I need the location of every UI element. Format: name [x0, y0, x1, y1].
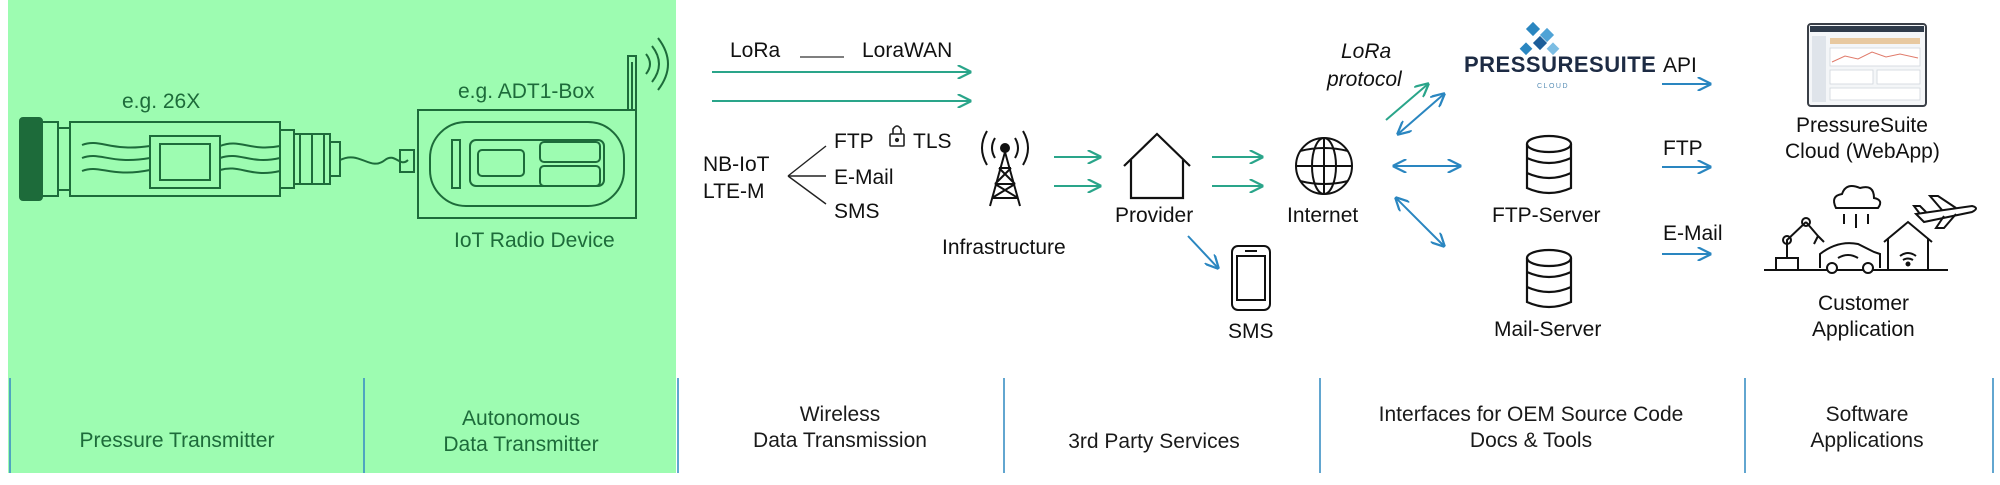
radio-device-label: IoT Radio Device — [454, 229, 615, 252]
ftp-label: FTP — [834, 130, 874, 153]
ftp-interface-label: FTP — [1663, 137, 1703, 160]
pressuresuite-logo-text: PRESSURESUITE — [1464, 52, 1656, 77]
radio-tower-icon — [981, 130, 1029, 207]
pressure-transmitter-drawing — [19, 117, 415, 201]
pressuresuite-logo-sub: CLOUD — [1537, 83, 1569, 90]
lora-protocol-line1: LoRa — [1341, 40, 1391, 63]
sms-label: SMS — [834, 200, 880, 223]
house-icon — [1123, 132, 1191, 200]
ftp-server-label: FTP-Server — [1492, 204, 1601, 227]
mail-server-label: Mail-Server — [1494, 318, 1601, 341]
customer-application-icons — [1764, 185, 1977, 274]
hardware-highlight-area — [8, 0, 676, 473]
lock-icon — [889, 125, 905, 147]
webapp-screenshot — [1807, 23, 1927, 107]
tls-label: TLS — [913, 130, 952, 153]
category-autonomous-line1: Autonomous — [462, 407, 580, 430]
adt1-box-drawing — [417, 37, 669, 219]
airplane-icon — [1912, 195, 1977, 229]
box-example-label: e.g. ADT1-Box — [458, 80, 595, 103]
category-dividers — [9, 378, 1994, 473]
category-software-line1: Software — [1826, 403, 1909, 426]
lorawan-label: LoraWAN — [862, 39, 952, 62]
category-interfaces-line2: Docs & Tools — [1470, 429, 1592, 452]
category-wireless-line2: Data Transmission — [753, 429, 927, 452]
lora-protocol-line2: protocol — [1326, 68, 1403, 91]
category-pressure-transmitter: Pressure Transmitter — [80, 429, 275, 452]
customer-label-line1: Customer — [1818, 292, 1909, 315]
cloud-icon — [1833, 185, 1882, 228]
category-software-line2: Applications — [1810, 429, 1923, 452]
car-icon — [1819, 242, 1881, 274]
email-label: E-Mail — [834, 166, 894, 189]
internet-label: Internet — [1287, 204, 1358, 227]
provider-label: Provider — [1115, 204, 1193, 227]
lora-label: LoRa — [730, 39, 781, 62]
infrastructure-label: Infrastructure — [942, 236, 1066, 259]
category-wireless-line1: Wireless — [800, 403, 881, 426]
protocol-fork-lines — [787, 145, 827, 205]
category-third-party: 3rd Party Services — [1068, 430, 1240, 453]
webapp-label-line1: PressureSuite — [1796, 114, 1928, 137]
category-interfaces-line1: Interfaces for OEM Source Code — [1379, 403, 1684, 426]
ltem-label: LTE-M — [703, 180, 764, 203]
pressuresuite-cube-icon — [1519, 21, 1560, 56]
ftp-server-database-icon — [1525, 134, 1573, 195]
transmitter-example-label: e.g. 26X — [122, 90, 200, 113]
nbiot-label: NB-IoT — [703, 153, 770, 176]
api-label: API — [1663, 54, 1697, 77]
webapp-label-line2: Cloud (WebApp) — [1785, 140, 1940, 163]
globe-icon — [1295, 137, 1353, 195]
email-interface-label: E-Mail — [1663, 222, 1723, 245]
mail-server-database-icon — [1525, 248, 1573, 309]
customer-label-line2: Application — [1812, 318, 1915, 341]
smartphone-icon — [1231, 245, 1271, 311]
lora-protocol-arrow-bidir — [1398, 94, 1444, 134]
category-autonomous-line2: Data Transmitter — [443, 433, 598, 456]
internet-mail-arrow — [1396, 198, 1444, 246]
robot-arm-icon — [1775, 217, 1825, 271]
sms-phone-label: SMS — [1228, 320, 1274, 343]
home-wifi-icon — [1883, 220, 1933, 270]
provider-sms-arrow — [1187, 235, 1218, 268]
